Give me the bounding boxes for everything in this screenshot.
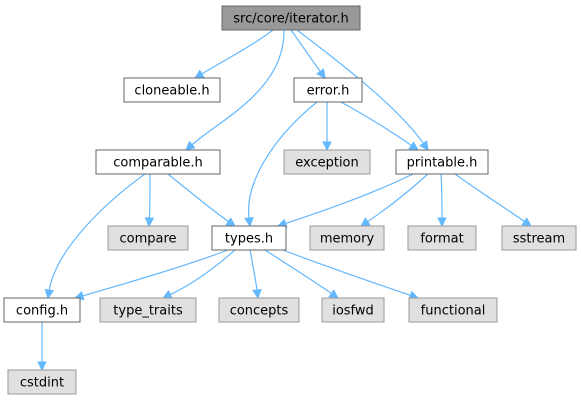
node-box: [211, 225, 287, 251]
node-label: printable.h: [407, 156, 478, 171]
node-printable[interactable]: printable.h: [395, 149, 489, 175]
node-label: cstdint: [20, 376, 64, 391]
edge-types-to-type_traits: [161, 249, 236, 299]
node-label: config.h: [16, 304, 68, 319]
arrowhead-icon: [185, 140, 196, 151]
edge-printable-to-format: [437, 173, 447, 228]
arrowhead-icon: [44, 288, 55, 300]
node-box: [501, 225, 577, 251]
node-comparable[interactable]: comparable.h: [95, 149, 221, 175]
arrowhead-icon: [360, 217, 371, 227]
edge-printable-to-sstream: [454, 173, 532, 227]
arrowhead-icon: [144, 217, 155, 228]
node-box: [293, 77, 363, 103]
node-label: sstream: [513, 232, 565, 247]
node-error[interactable]: error.h: [293, 77, 363, 103]
node-cstdint: cstdint: [7, 369, 77, 395]
node-format: format: [407, 225, 477, 251]
node-label: types.h: [225, 232, 273, 247]
edge-iterator-to-printable: [296, 29, 429, 151]
edge-types-to-config: [73, 249, 229, 301]
node-label: format: [420, 232, 463, 247]
node-iosfwd: iosfwd: [321, 297, 385, 323]
arrowhead-icon: [328, 289, 339, 299]
edge-config-to-cstdint: [37, 322, 47, 372]
edge-error-to-types: [244, 101, 318, 228]
node-box: [395, 149, 489, 175]
node-compare: compare: [107, 225, 189, 251]
arrowhead-icon: [437, 217, 447, 228]
node-concepts: concepts: [218, 297, 300, 323]
node-cloneable[interactable]: cloneable.h: [123, 77, 221, 103]
node-box: [309, 225, 385, 251]
node-label: error.h: [307, 84, 350, 99]
node-box: [407, 225, 477, 251]
node-label: cloneable.h: [134, 84, 209, 99]
node-types[interactable]: types.h: [211, 225, 287, 251]
node-label: memory: [320, 232, 375, 247]
node-box: [408, 297, 498, 323]
node-box: [221, 5, 361, 31]
arrowhead-icon: [194, 69, 205, 79]
edge-comparable-to-compare: [144, 173, 155, 228]
node-label: iosfwd: [332, 304, 374, 319]
edge-comparable-to-types: [167, 173, 236, 227]
node-box: [218, 297, 300, 323]
node-label: exception: [295, 156, 359, 171]
edge-iterator-to-error: [290, 29, 326, 79]
dependency-nodes: src/core/iterator.h cloneable.h error.h com…: [3, 5, 577, 395]
node-box: [7, 369, 77, 395]
dependency-edges: [37, 29, 532, 372]
node-memory: memory: [309, 225, 385, 251]
node-label: concepts: [230, 304, 289, 319]
node-label: functional: [421, 304, 486, 319]
node-label: src/core/iterator.h: [233, 12, 349, 27]
edge-iterator-to-comparable: [185, 29, 285, 151]
node-box: [95, 149, 221, 175]
arrowhead-icon: [322, 141, 332, 152]
node-box: [107, 225, 189, 251]
edge-iterator-to-cloneable: [194, 29, 274, 79]
node-box: [321, 297, 385, 323]
edge-printable-to-types: [276, 173, 414, 228]
node-box: [3, 297, 81, 323]
arrowhead-icon: [225, 217, 236, 227]
arrowhead-icon: [408, 141, 419, 151]
edge-types-to-iosfwd: [264, 249, 339, 299]
node-exception: exception: [283, 149, 371, 175]
arrowhead-icon: [161, 290, 173, 299]
edge-printable-to-memory: [360, 173, 429, 227]
node-config[interactable]: config.h: [3, 297, 81, 323]
node-type-traits: type_traits: [99, 297, 197, 323]
arrowhead-icon: [244, 216, 254, 228]
arrowhead-icon: [316, 68, 326, 79]
node-sstream: sstream: [501, 225, 577, 251]
node-label: type_traits: [113, 304, 183, 319]
node-label: compare: [119, 232, 176, 247]
edge-comparable-to-config: [44, 173, 146, 300]
node-box: [283, 149, 371, 175]
edge-types-to-concepts: [249, 249, 262, 300]
node-box: [123, 77, 221, 103]
arrowhead-icon: [37, 361, 47, 372]
edge-error-to-printable: [340, 101, 419, 151]
arrowhead-icon: [521, 217, 532, 227]
arrowhead-icon: [419, 140, 429, 151]
node-box: [99, 297, 197, 323]
node-functional: functional: [408, 297, 498, 323]
edge-error-to-exception: [322, 102, 332, 152]
node-iterator[interactable]: src/core/iterator.h: [221, 5, 361, 31]
arrowhead-icon: [252, 288, 262, 300]
node-label: comparable.h: [113, 156, 203, 171]
